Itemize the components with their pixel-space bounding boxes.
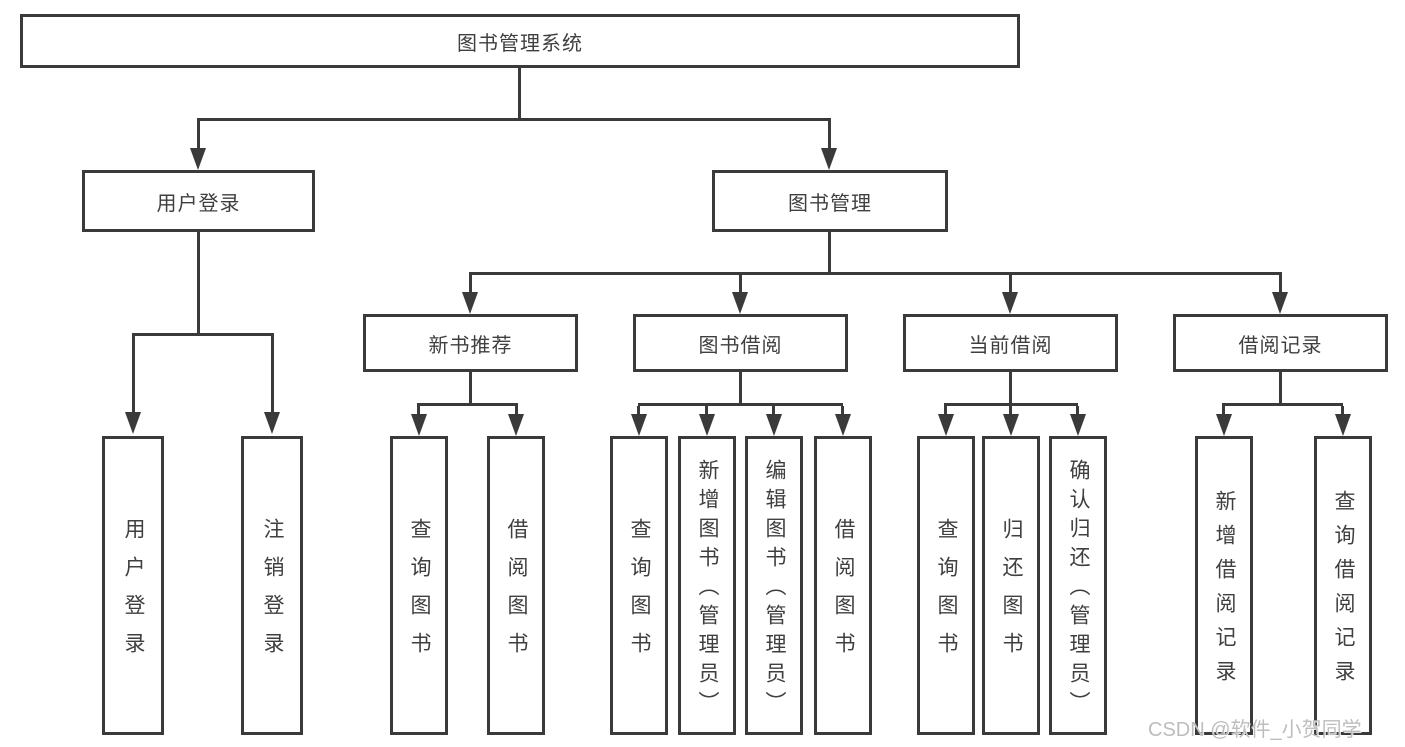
- connector-line: [417, 406, 420, 415]
- leaf-query-books-2: 查询图书: [610, 436, 668, 735]
- connector-line: [828, 121, 831, 149]
- connector-line: [417, 403, 518, 406]
- connector-line: [944, 403, 1078, 406]
- node-current-borrowing-label: 当前借阅: [968, 334, 1053, 357]
- connector-line: [1341, 406, 1344, 415]
- leaf-add-borrow-record-label: 新增借阅记录: [1213, 490, 1236, 694]
- node-borrowing-records-label: 借阅记录: [1238, 334, 1323, 357]
- arrow-down-icon: [699, 414, 715, 436]
- arrow-down-icon: [1216, 414, 1232, 436]
- leaf-user-login-label: 用户登录: [122, 518, 145, 670]
- connector-line: [197, 121, 200, 149]
- arrow-down-icon: [766, 414, 782, 436]
- arrow-down-icon: [462, 292, 478, 314]
- watermark: CSDN @软件_小贺同学: [1148, 719, 1362, 741]
- arrow-down-icon: [508, 414, 524, 436]
- node-new-books-label: 新书推荐: [428, 334, 513, 357]
- connector-line: [739, 372, 742, 406]
- arrow-down-icon: [1003, 414, 1019, 436]
- connector-line: [638, 403, 843, 406]
- connector-line: [1222, 406, 1225, 415]
- connector-line: [1009, 372, 1012, 406]
- leaf-user-login: 用户登录: [102, 436, 164, 735]
- node-borrowing-records: 借阅记录: [1173, 314, 1388, 372]
- leaf-borrow-books-1-label: 借阅图书: [505, 518, 528, 670]
- connector-line: [518, 68, 521, 121]
- leaf-add-borrow-record: 新增借阅记录: [1195, 436, 1253, 735]
- connector-line: [739, 275, 742, 293]
- connector-line: [469, 275, 472, 293]
- connector-line: [469, 272, 1282, 275]
- arrow-down-icon: [631, 414, 647, 436]
- node-book-borrowing-label: 图书借阅: [698, 334, 783, 357]
- connector-line: [197, 118, 831, 121]
- leaf-borrow-books-2: 借阅图书: [814, 436, 872, 735]
- leaf-query-books-1: 查询图书: [390, 436, 448, 735]
- node-user-login: 用户登录: [82, 170, 315, 232]
- leaf-add-book-admin: 新增图书（管理员）: [678, 436, 736, 735]
- leaf-query-books-1-label: 查询图书: [408, 518, 431, 670]
- arrow-down-icon: [1335, 414, 1351, 436]
- leaf-query-borrow-record: 查询借阅记录: [1314, 436, 1372, 735]
- connector-line: [1222, 403, 1343, 406]
- leaf-confirm-return-admin: 确认归还（管理员）: [1049, 436, 1107, 735]
- arrow-down-icon: [732, 292, 748, 314]
- connector-line: [705, 406, 708, 415]
- connector-line: [197, 232, 200, 336]
- node-book-management-label: 图书管理: [788, 192, 872, 215]
- connector-line: [515, 406, 518, 415]
- arrow-down-icon: [1070, 414, 1086, 436]
- node-user-login-label: 用户登录: [156, 192, 241, 215]
- node-book-management: 图书管理: [712, 170, 948, 232]
- connector-line: [132, 336, 135, 412]
- leaf-logout-label: 注销登录: [261, 518, 284, 670]
- arrow-down-icon: [125, 412, 141, 434]
- arrow-down-icon: [1002, 292, 1018, 314]
- connector-line: [1279, 275, 1282, 293]
- arrow-down-icon: [190, 148, 206, 170]
- leaf-confirm-return-admin-label: 确认归还（管理员）: [1067, 459, 1090, 720]
- node-book-borrowing: 图书借阅: [633, 314, 848, 372]
- connector-line: [1009, 406, 1012, 415]
- node-current-borrowing: 当前借阅: [903, 314, 1118, 372]
- arrow-down-icon: [821, 148, 837, 170]
- leaf-add-book-admin-label: 新增图书（管理员）: [696, 459, 719, 720]
- connector-line: [944, 406, 947, 415]
- connector-line: [132, 333, 274, 336]
- leaf-borrow-books-1: 借阅图书: [487, 436, 545, 735]
- leaf-logout: 注销登录: [241, 436, 303, 735]
- connector-line: [271, 336, 274, 412]
- leaf-borrow-books-2-label: 借阅图书: [832, 518, 855, 670]
- arrow-down-icon: [835, 414, 851, 436]
- leaf-return-books: 归还图书: [982, 436, 1040, 735]
- arrow-down-icon: [938, 414, 954, 436]
- connector-line: [828, 232, 831, 275]
- arrow-down-icon: [1272, 292, 1288, 314]
- leaf-edit-book-admin: 编辑图书（管理员）: [745, 436, 803, 735]
- node-root: 图书管理系统: [20, 14, 1020, 68]
- connector-line: [1009, 275, 1012, 293]
- arrow-down-icon: [411, 414, 427, 436]
- arrow-down-icon: [264, 412, 280, 434]
- leaf-edit-book-admin-label: 编辑图书（管理员）: [763, 459, 786, 720]
- node-new-books: 新书推荐: [363, 314, 578, 372]
- leaf-query-books-3: 查询图书: [917, 436, 975, 735]
- leaf-query-borrow-record-label: 查询借阅记录: [1332, 490, 1355, 694]
- connector-line: [637, 406, 640, 415]
- node-root-label: 图书管理系统: [457, 32, 583, 55]
- leaf-query-books-2-label: 查询图书: [628, 518, 651, 670]
- connector-line: [1076, 406, 1079, 415]
- leaf-query-books-3-label: 查询图书: [935, 518, 958, 670]
- connector-line: [841, 406, 844, 415]
- leaf-return-books-label: 归还图书: [1000, 518, 1023, 670]
- connector-line: [1279, 372, 1282, 406]
- connector-line: [772, 406, 775, 415]
- connector-line: [469, 372, 472, 406]
